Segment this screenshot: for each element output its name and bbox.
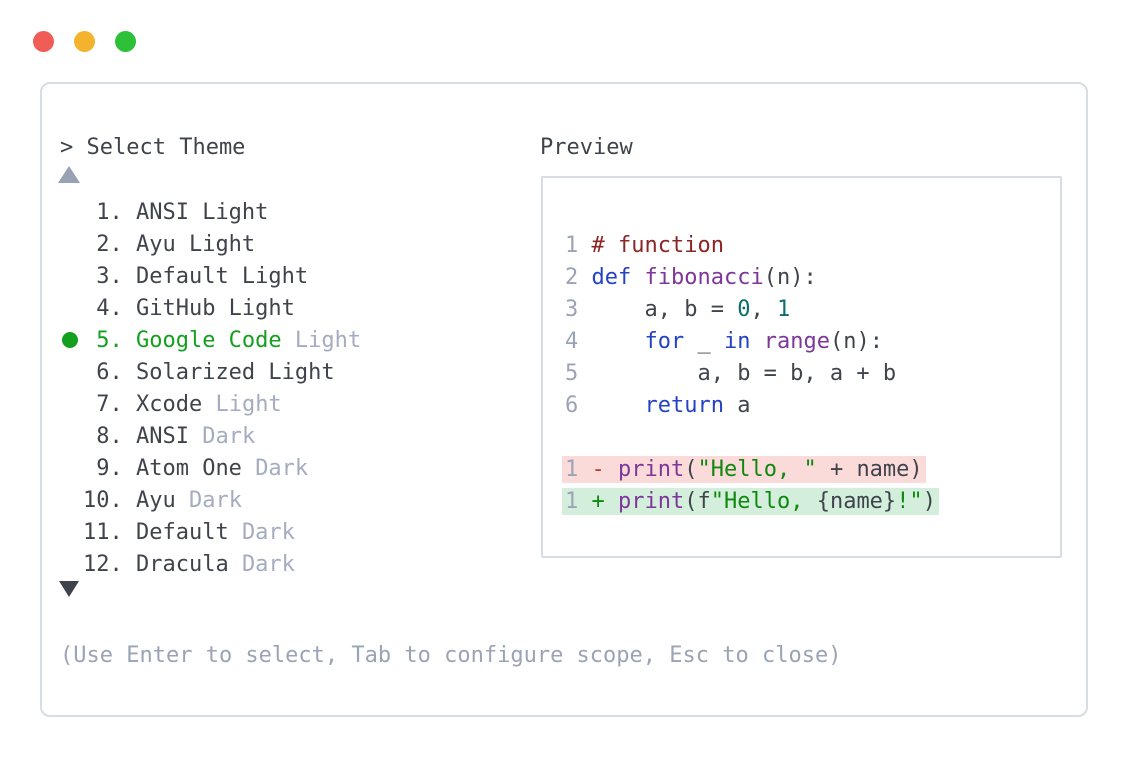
code-line: 4 for _ in range(n): xyxy=(565,329,883,354)
theme-selector-panel: > Select Theme Preview 1. ANSI Light 2. Ayu… xyxy=(40,82,1088,717)
theme-list-item[interactable]: 7. Xcode Light xyxy=(57,388,361,420)
theme-item-label: Default Light xyxy=(135,263,309,289)
theme-list-item[interactable]: 3. Default Light xyxy=(57,260,361,292)
maximize-icon[interactable] xyxy=(115,31,136,52)
theme-item-number: 10. xyxy=(83,487,123,513)
theme-item-number: 2. xyxy=(96,231,123,257)
theme-item-label: Google Code Light xyxy=(135,327,362,353)
code-line: 6 return a xyxy=(565,393,751,418)
theme-item-number: 4. xyxy=(96,295,123,321)
theme-item-label: Default Dark xyxy=(135,519,295,545)
theme-list-item[interactable]: 2. Ayu Light xyxy=(57,228,361,260)
theme-item-number: 11. xyxy=(83,519,123,545)
selected-bullet-icon xyxy=(57,332,83,348)
close-icon[interactable] xyxy=(33,31,54,52)
theme-list: 1. ANSI Light 2. Ayu Light 3. Default Light 4.… xyxy=(57,196,361,580)
theme-list-item[interactable]: 12. Dracula Dark xyxy=(57,548,361,580)
theme-item-label: Atom One Dark xyxy=(135,455,309,481)
theme-item-number: 7. xyxy=(96,391,123,417)
theme-item-label: Ayu Light xyxy=(135,231,256,257)
theme-item-label: Xcode Light xyxy=(135,391,282,417)
theme-list-item[interactable]: 10. Ayu Dark xyxy=(57,484,361,516)
theme-item-label: ANSI Dark xyxy=(135,423,256,449)
theme-list-item[interactable]: 9. Atom One Dark xyxy=(57,452,361,484)
theme-item-number: 5. xyxy=(96,327,123,353)
scroll-up-icon[interactable] xyxy=(58,166,80,183)
diff-line-del: 1 - print("Hello, " + name) xyxy=(562,454,939,486)
theme-list-item[interactable]: 6. Solarized Light xyxy=(57,356,361,388)
code-line xyxy=(565,422,939,454)
code-line: 5 a, b = b, a + b xyxy=(565,361,897,386)
theme-item-number: 3. xyxy=(96,263,123,289)
theme-list-item[interactable]: 11. Default Dark xyxy=(57,516,361,548)
theme-item-label: Dracula Dark xyxy=(135,551,295,577)
window-controls xyxy=(33,31,136,52)
theme-list-item[interactable]: 8. ANSI Dark xyxy=(57,420,361,452)
theme-item-number: 6. xyxy=(96,359,123,385)
theme-list-item[interactable]: 4. GitHub Light xyxy=(57,292,361,324)
theme-item-label: Ayu Dark xyxy=(135,487,242,513)
preview-label: Preview xyxy=(540,135,633,160)
theme-item-number: 1. xyxy=(96,199,123,225)
theme-item-label: GitHub Light xyxy=(135,295,295,321)
hint-text: (Use Enter to select, Tab to configure s… xyxy=(60,643,842,668)
code-line: 2 def fibonacci(n): xyxy=(565,265,817,290)
theme-item-number: 8. xyxy=(96,423,123,449)
theme-item-label: Solarized Light xyxy=(135,359,335,385)
preview-box: 1 # function 2 def fibonacci(n): 3 a, b = … xyxy=(541,176,1062,558)
code-line: 3 a, b = 0, 1 xyxy=(565,297,791,322)
diff-line-add: 1 + print(f"Hello, {name}!") xyxy=(562,486,939,518)
theme-list-item[interactable]: 1. ANSI Light xyxy=(57,196,361,228)
code-preview: 1 # function 2 def fibonacci(n): 3 a, b = … xyxy=(562,230,939,518)
minimize-icon[interactable] xyxy=(74,31,95,52)
scroll-down-icon[interactable] xyxy=(59,581,79,597)
theme-item-number: 12. xyxy=(83,551,123,577)
theme-item-number: 9. xyxy=(96,455,123,481)
prompt-label: > Select Theme xyxy=(60,135,246,160)
theme-list-item[interactable]: 5. Google Code Light xyxy=(57,324,361,356)
theme-item-label: ANSI Light xyxy=(135,199,269,225)
code-line: 1 # function xyxy=(565,233,724,258)
